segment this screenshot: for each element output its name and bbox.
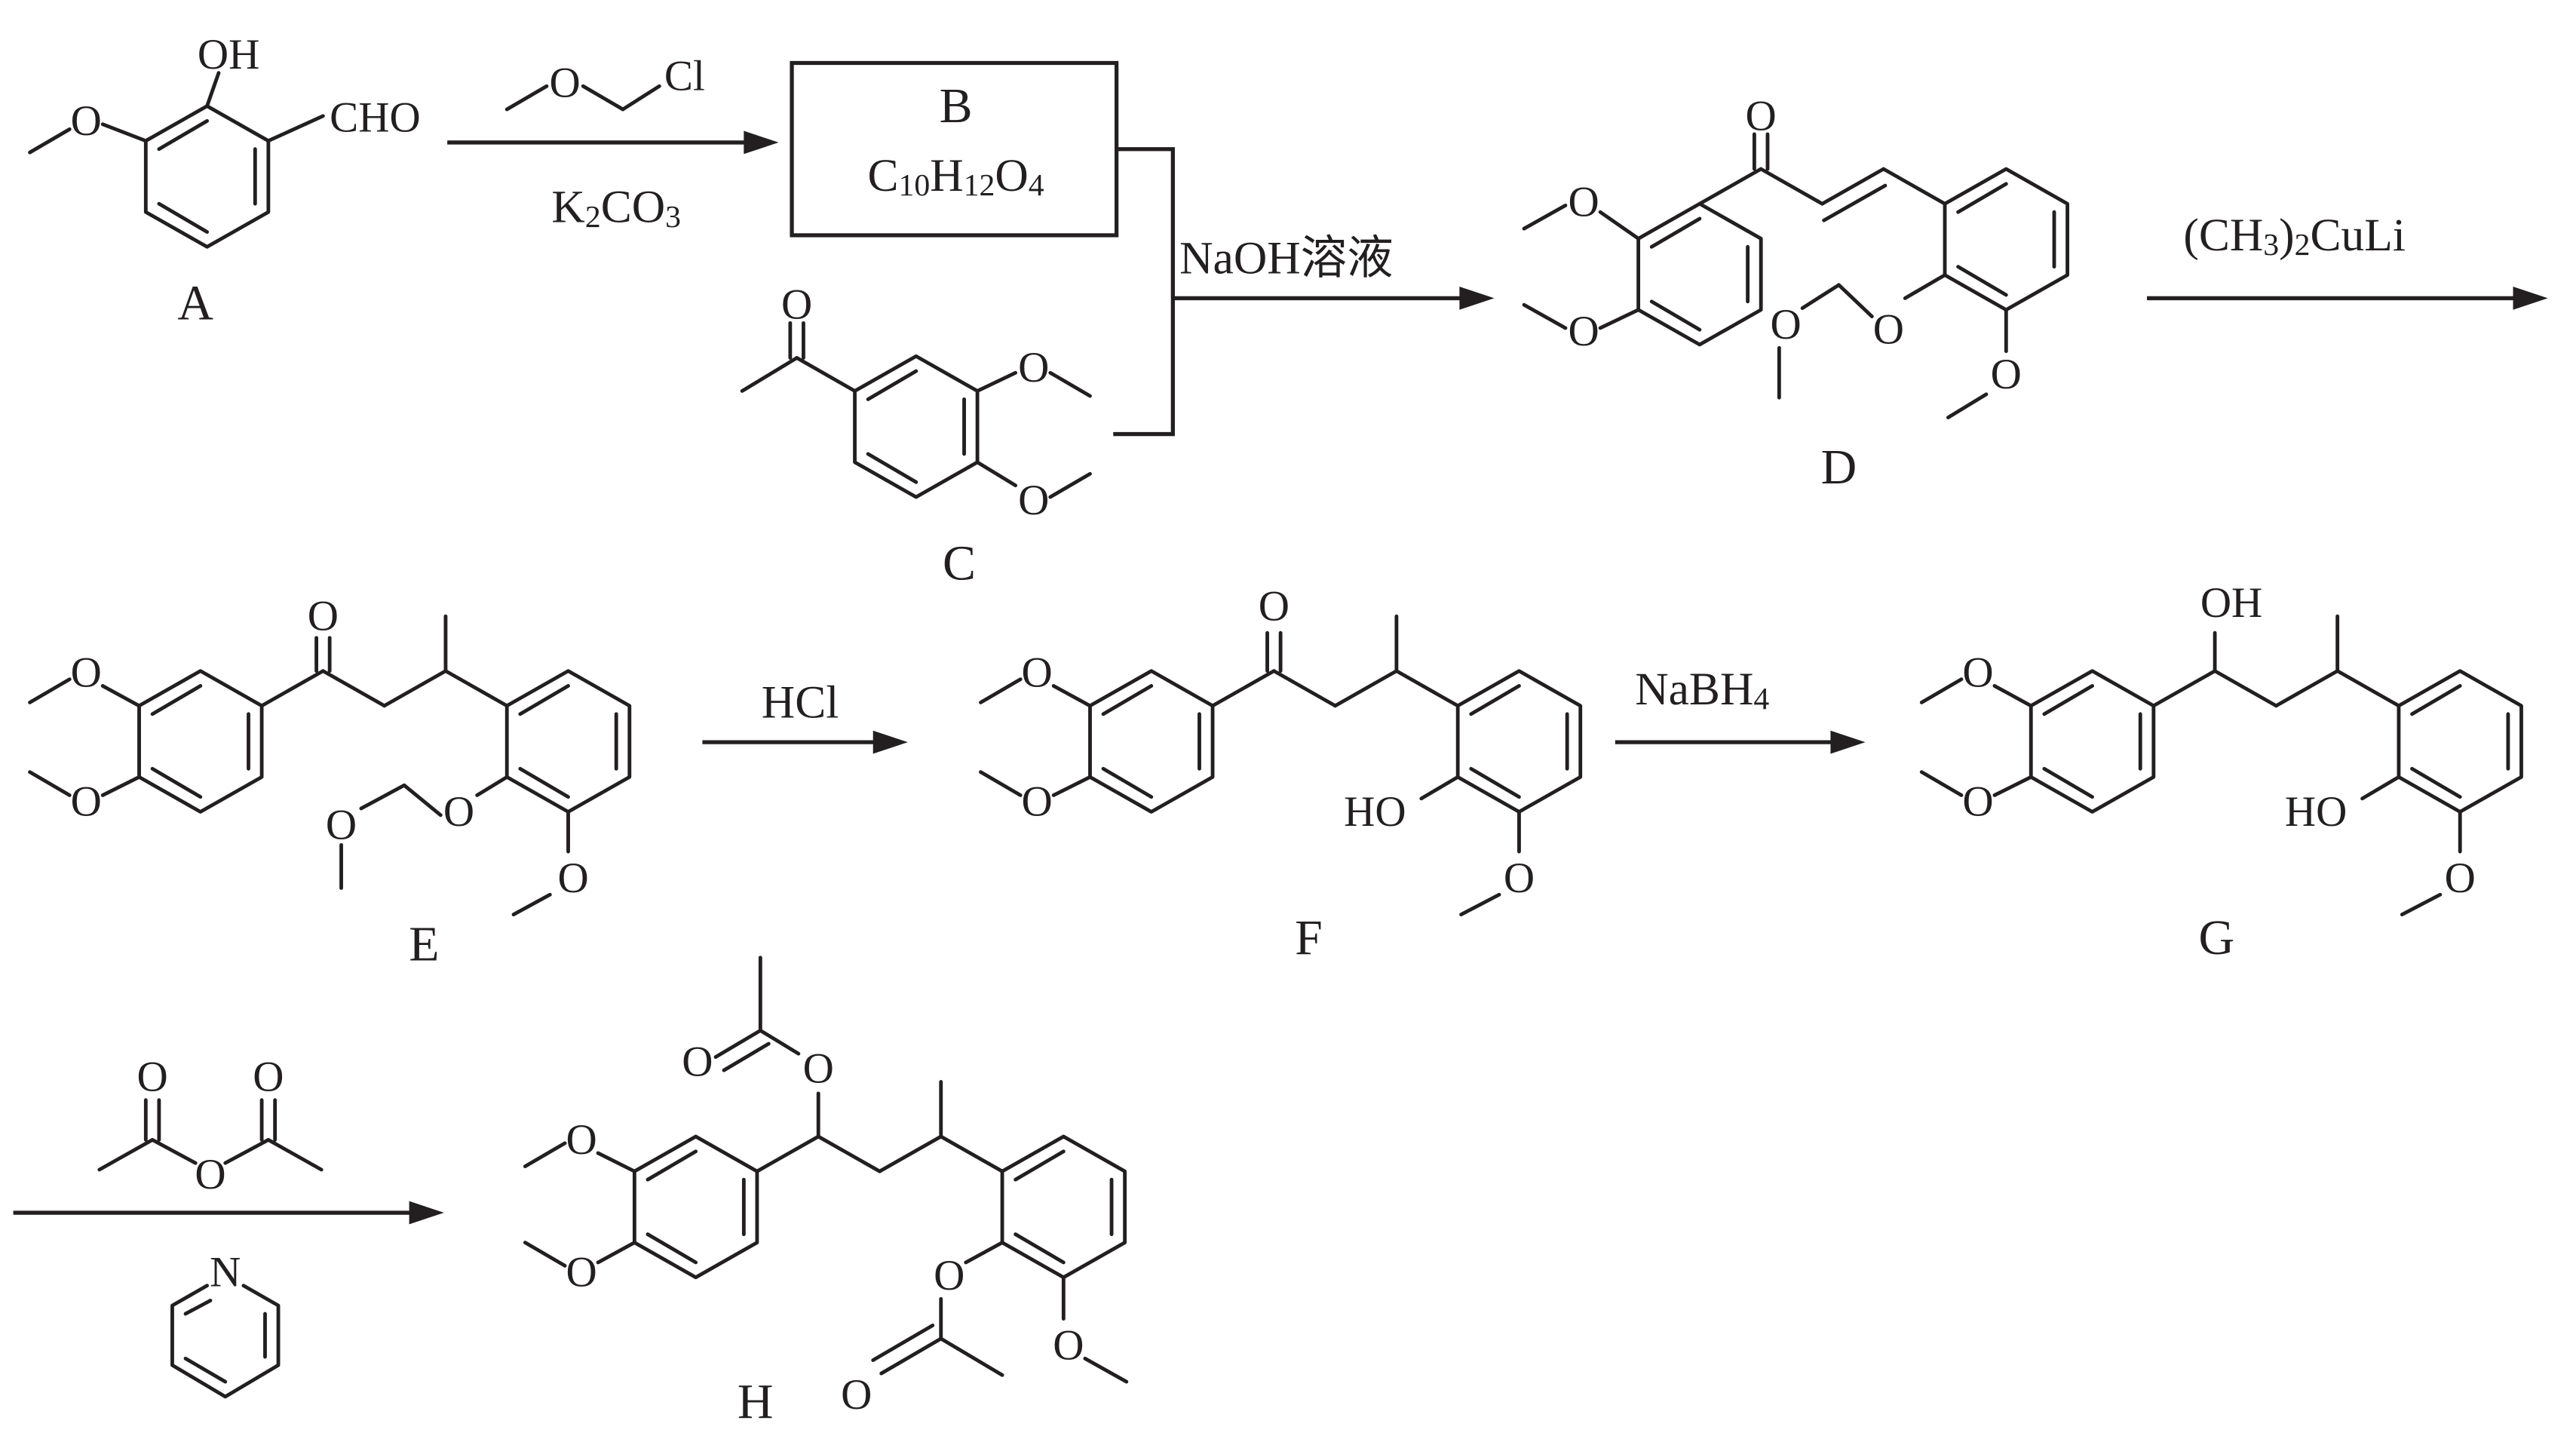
step-1-base: K2CO3 [551,182,681,235]
compound-h-ring-right [1000,1134,1127,1280]
compound-g-label: G [2199,910,2235,965]
compound-b-label: B [940,78,973,133]
compound-e: O O O O O O E [28,593,632,972]
compound-e-o-mom: O [326,802,357,849]
compound-d-ring-right [1943,167,2070,312]
step-4: HCl [702,676,908,754]
compound-c-o-meta: O [1018,344,1049,391]
step-5: NaBH4 [1615,664,1866,754]
step-1: O Cl K2CO3 [447,53,779,235]
compound-f-ho: HO [1344,788,1406,836]
compound-g-o-para: O [1962,778,1993,826]
step-6: O O O N [13,1053,444,1399]
compound-h-o-meta: O [566,1116,596,1164]
compound-f-ketone-o: O [1259,583,1290,630]
compound-c: O O O C [740,281,1092,591]
compound-d: O O O O O O D [1522,92,2070,495]
compound-g: O O OH HO O G [1919,579,2523,965]
compound-h-ester-o-upper: O [803,1045,834,1092]
compound-g-o-methoxy: O [2445,854,2476,902]
compound-a-cho: CHO [330,94,421,141]
step-3-reagent: (CH3)2CuLi [2183,210,2406,262]
compound-h: O O O O O O O H [523,956,1129,1429]
pyridine-ring [170,1284,281,1399]
step-4-reagent: HCl [762,676,839,728]
compound-e-o-meta: O [71,649,102,696]
compound-e-ring-right [504,669,632,814]
compound-h-ester-o-lower: O [934,1252,964,1299]
compound-a-oh: OH [198,31,260,78]
compound-d-label: D [1821,440,1857,495]
compound-c-label: C [943,535,976,591]
compound-c-o-para: O [1018,477,1049,524]
compound-e-ketone-o: O [308,593,339,640]
compound-g-ring-left [2029,669,2156,814]
step-6-anhydride-o-bridge: O [195,1151,225,1198]
compound-e-o-ether: O [443,788,474,836]
compound-h-ring-left [632,1134,759,1280]
compound-e-ring-left [137,669,264,814]
compound-h-label: H [738,1374,774,1429]
compound-d-o-para: O [1569,308,1599,355]
compound-e-o-methoxy: O [557,854,588,902]
compound-c-ring [853,354,980,499]
compound-d-o-ether: O [1873,306,1904,354]
compound-a-o: O [71,97,102,145]
step-3: (CH3)2CuLi [2147,210,2548,310]
compound-d-o-methoxy: O [1991,351,2022,398]
compound-b-formula: C10H12O4 [867,150,1044,203]
compound-a-label: A [177,276,213,331]
step-5-reagent: NaBH4 [1635,664,1769,716]
compound-f-o-methoxy: O [1504,854,1535,902]
compound-g-ring-right [2397,669,2523,814]
compound-g-ho: HO [2285,788,2348,836]
compound-g-oh: OH [2200,579,2263,627]
compound-f: O O O HO O F [979,583,1583,965]
compound-d-ring-left [1636,201,1763,347]
compound-f-label: F [1295,910,1323,965]
compound-b: B C10H12O4 [790,60,1119,238]
step-6-anhydride-o-left: O [136,1053,167,1100]
compound-f-o-meta: O [1022,649,1053,696]
compound-h-carbonyl-o-lower: O [841,1371,872,1419]
compound-f-ring-right [1455,669,1583,814]
compound-c-ketone-o: O [781,281,812,329]
compound-d-ketone-o: O [1746,92,1777,140]
compound-a-ring [143,104,271,249]
compound-e-label: E [409,917,439,972]
compound-g-o-meta: O [1962,649,1993,696]
step-1-reagent-cl: Cl [664,53,705,100]
step-6-anhydride-o-right: O [253,1053,284,1100]
step-2-reagent: NaOH溶液 [1179,233,1394,284]
compound-h-o-methoxy: O [1053,1321,1084,1369]
compound-a: OH CHO O A [28,31,421,331]
compound-f-o-para: O [1022,778,1053,826]
compound-d-o-meta: O [1569,179,1599,226]
step-1-reagent-o: O [549,59,580,106]
compound-e-o-para: O [71,778,102,826]
compound-h-carbonyl-o-upper: O [682,1038,713,1086]
compound-h-o-para: O [566,1249,596,1296]
step-6-pyridine-n: N [210,1249,241,1296]
compound-f-ring-left [1088,669,1215,814]
step-2: NaOH溶液 [1113,147,1495,437]
compound-d-o-mom: O [1771,301,1802,348]
